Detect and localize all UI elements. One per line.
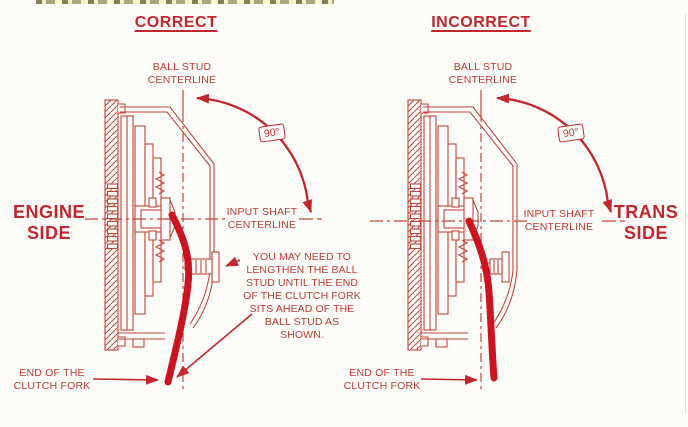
fork-end-label-right: END OF THE CLUTCH FORK [343,367,421,392]
correct-diagram [85,90,322,391]
clutch-fork-left [164,211,193,386]
engine-side-label: ENGINE SIDE [12,202,85,243]
angle-arc-right [496,93,613,213]
fork-end-arrow-left [92,374,159,385]
trans-side-label: TRANS SIDE [613,202,679,243]
note-to-ball-stud-arrow [225,256,241,267]
cropped-title-strip [36,0,334,4]
fork-end-label-left: END OF THE CLUTCH FORK [13,367,91,392]
ball-stud-label-right: BALL STUD CENTERLINE [448,61,518,86]
note-to-fork-tip-arrow [176,313,253,378]
incorrect-diagram [370,90,625,391]
input-shaft-label-left: INPUT SHAFT CENTERLINE [226,206,298,231]
lengthen-ball-stud-note: YOU MAY NEED TO LENGTHEN THE BALL STUD U… [243,251,361,341]
correct-heading: CORRECT [134,14,218,31]
clutch-fork-right [465,217,498,382]
incorrect-heading: INCORRECT [431,14,531,31]
ball-stud-right [484,251,510,283]
fork-end-arrow-right [420,374,478,385]
input-shaft-label-right: INPUT SHAFT CENTERLINE [523,208,595,233]
ball-stud-label-left: BALL STUD CENTERLINE [147,61,217,86]
scan-edge-artifact [685,14,686,414]
